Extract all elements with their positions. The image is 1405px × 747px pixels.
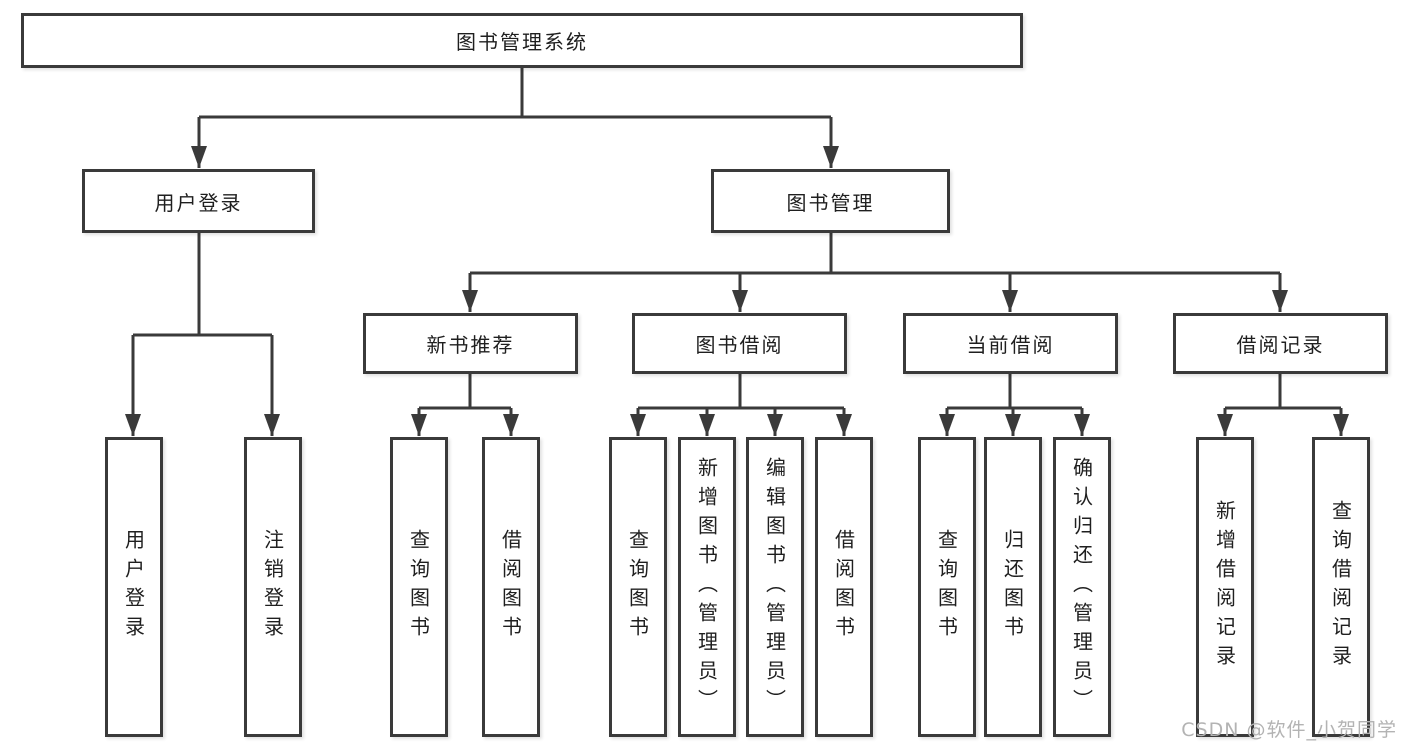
node-label: 当前借阅: [966, 333, 1055, 357]
leaf-add-books-admin: 新增图书（管理员）: [678, 437, 736, 737]
leaf-borrow-books-recommend: 借阅图书: [482, 437, 540, 737]
leaf-add-borrow-record: 新增借阅记录: [1196, 437, 1254, 737]
node-new-book-recommend: 新书推荐: [363, 313, 578, 374]
node-label: 图书管理系统: [456, 30, 588, 54]
leaf-user-login: 用户登录: [105, 437, 163, 737]
leaf-confirm-return-admin: 确认归还（管理员）: [1053, 437, 1111, 737]
node-book-management: 图书管理: [711, 169, 950, 233]
node-book-borrow: 图书借阅: [632, 313, 847, 374]
leaf-return-books: 归还图书: [984, 437, 1042, 737]
leaf-logout-login: 注销登录: [244, 437, 302, 737]
leaf-label: 借阅图书: [831, 529, 856, 645]
leaf-edit-books-admin: 编辑图书（管理员）: [746, 437, 804, 737]
leaf-label: 查询图书: [625, 529, 650, 645]
leaf-label: 用户登录: [121, 529, 146, 645]
leaf-label: 查询图书: [934, 529, 959, 645]
leaf-label: 查询图书: [406, 529, 431, 645]
leaf-query-books-borrow: 查询图书: [609, 437, 667, 737]
leaf-query-books-current: 查询图书: [918, 437, 976, 737]
connector-lines: [125, 66, 1349, 436]
node-label: 图书借阅: [695, 333, 784, 357]
leaf-label: 编辑图书（管理员）: [762, 456, 787, 718]
node-borrow-records: 借阅记录: [1173, 313, 1388, 374]
node-label: 借阅记录: [1236, 333, 1325, 357]
leaf-label: 注销登录: [260, 529, 285, 645]
leaf-query-books-recommend: 查询图书: [390, 437, 448, 737]
leaf-label: 查询借阅记录: [1328, 500, 1353, 674]
leaf-label: 新增借阅记录: [1212, 500, 1237, 674]
node-library-management-system: 图书管理系统: [21, 13, 1023, 68]
csdn-watermark: CSDN @软件_小贺同学: [1181, 719, 1397, 741]
leaf-borrow-books: 借阅图书: [815, 437, 873, 737]
node-label: 图书管理: [786, 190, 875, 215]
leaf-label: 确认归还（管理员）: [1069, 456, 1094, 718]
node-current-borrow: 当前借阅: [903, 313, 1118, 374]
leaf-label: 借阅图书: [498, 529, 523, 645]
node-user-login: 用户登录: [82, 169, 315, 233]
leaf-label: 新增图书（管理员）: [694, 456, 719, 718]
node-label: 新书推荐: [426, 333, 515, 357]
node-label: 用户登录: [154, 190, 243, 215]
leaf-label: 归还图书: [1000, 529, 1025, 645]
leaf-query-borrow-record: 查询借阅记录: [1312, 437, 1370, 737]
